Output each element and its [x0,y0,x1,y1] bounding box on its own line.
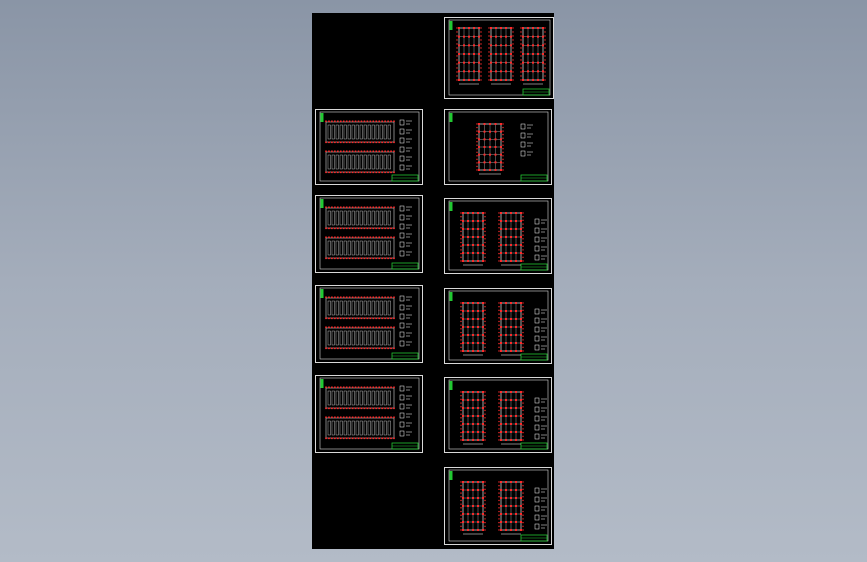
sheet-drawing [319,377,420,450]
drawing-sheet[interactable] [315,285,423,363]
sheet-drawing [448,379,549,450]
drawing-sheet[interactable] [444,467,552,545]
drawing-sheet[interactable] [315,375,423,453]
drawing-sheet[interactable] [444,377,552,453]
drawing-sheet[interactable] [315,195,423,273]
sheet-drawing [319,287,420,360]
sheet-drawing [448,19,551,96]
sheet-drawing [448,469,549,542]
cad-model-space[interactable] [312,13,554,549]
drawing-sheet[interactable] [315,109,423,185]
sheet-drawing [448,200,549,271]
sheet-drawing [319,197,420,270]
sheet-drawing [319,111,420,182]
drawing-sheet[interactable] [444,288,552,364]
drawing-sheet[interactable] [444,17,554,99]
drawing-sheet[interactable] [444,198,552,274]
sheet-drawing [448,111,549,182]
drawing-sheet[interactable] [444,109,552,185]
sheet-drawing [448,290,549,361]
